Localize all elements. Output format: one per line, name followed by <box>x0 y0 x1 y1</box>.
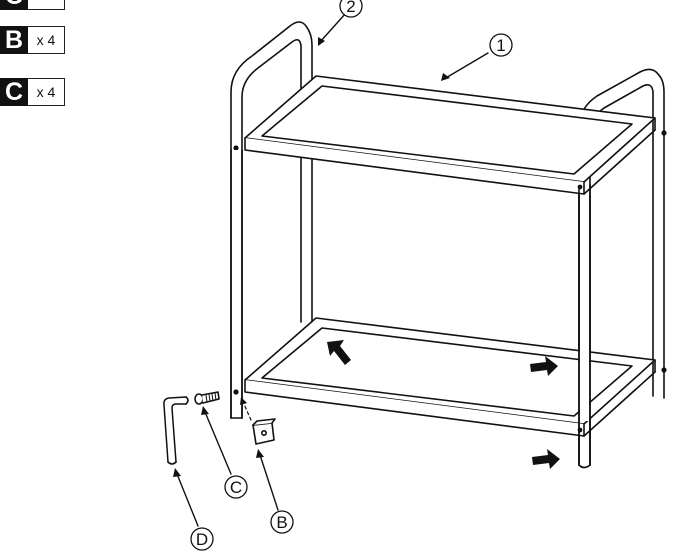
callout-part-c-label: C <box>230 478 242 497</box>
callout-part-d: D <box>173 468 214 551</box>
legend-qty <box>28 0 65 10</box>
callout-shelf-label: 1 <box>496 36 505 55</box>
callout-frame-label: 2 <box>346 0 355 16</box>
legend-letter-b: B <box>0 26 28 54</box>
callout-part-b: B <box>256 449 294 534</box>
upper-shelf <box>244 75 656 195</box>
frame-front-legs <box>230 149 591 466</box>
allen-key <box>163 396 189 465</box>
callout-frame: 2 <box>318 0 363 46</box>
legend-row-partial: C <box>0 0 65 10</box>
legend-row-b: B x 4 <box>0 26 65 54</box>
callout-part-c: C <box>201 406 248 499</box>
frame-left <box>230 21 313 419</box>
direction-arrows <box>327 340 560 469</box>
arrow-right-upper <box>530 356 558 376</box>
arrow-up-left <box>327 340 351 365</box>
callout-shelf: 1 <box>441 33 513 81</box>
legend-qty-b: x 4 <box>28 26 65 54</box>
legend-qty-c: x 4 <box>28 78 65 106</box>
arrow-right-lower <box>532 449 560 469</box>
legend-letter-c: C <box>0 78 28 106</box>
legend-letter: C <box>0 0 28 10</box>
callout-part-b-label: B <box>276 513 287 532</box>
lower-shelf <box>244 317 656 437</box>
callout-part-d-label: D <box>196 530 208 549</box>
bolt <box>194 391 220 405</box>
bracket <box>240 397 276 445</box>
legend-row-c: C x 4 <box>0 78 65 106</box>
